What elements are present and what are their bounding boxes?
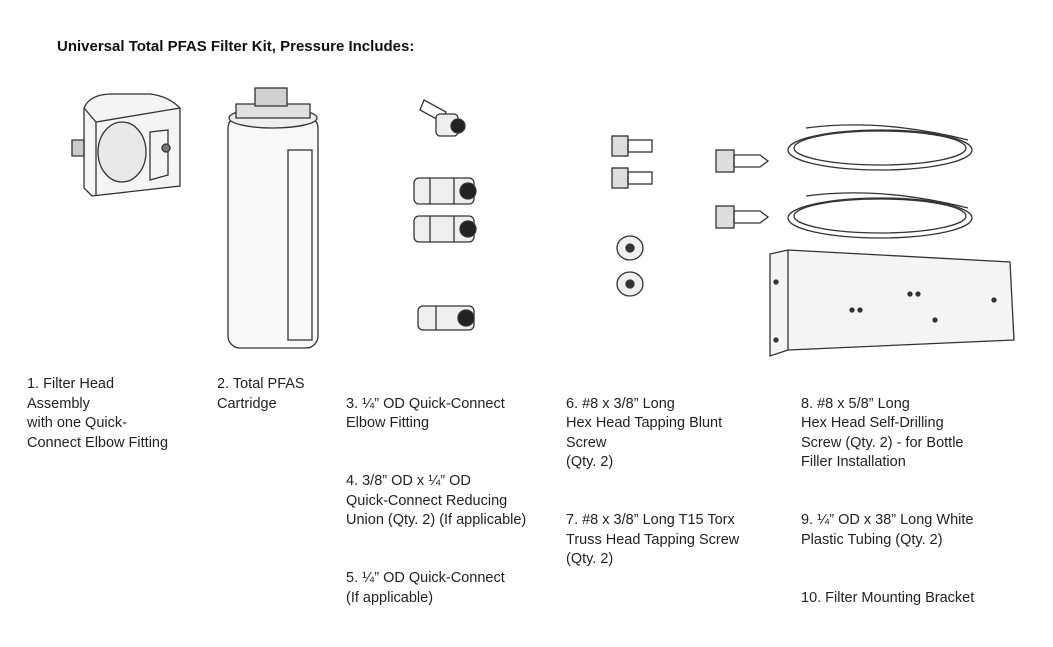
hex-screw-image-1: [611, 135, 653, 157]
caption-filter-head: 1. Filter Head Assembly with one Quick- …: [27, 376, 169, 451]
torx-screw-image-2: [616, 271, 644, 297]
caption-quick-connect: 5. ¼” OD Quick-Connect (If applicable): [346, 570, 505, 606]
pfas-cartridge-image: [227, 87, 319, 349]
caption-bracket: 10. Filter Mounting Bracket: [801, 589, 975, 606]
caption-reducing-union: 4. 3/8” OD x ¼” OD Quick-Connect Reducin…: [346, 473, 527, 528]
mounting-bracket-image: [769, 249, 1015, 357]
caption-elbow-fitting: 3. ¼” OD Quick-Connect Elbow Fitting: [346, 395, 505, 432]
caption-column-fittings: 3. ¼” OD Quick-Connect Elbow Fitting 4. …: [346, 375, 561, 647]
tubing-coil-image-2: [787, 192, 973, 239]
page-title: Universal Total PFAS Filter Kit, Pressur…: [57, 38, 415, 55]
tubing-coil-image-1: [787, 124, 973, 171]
caption-hex-screw: 6. #8 x 3/8” Long Hex Head Tapping Blunt…: [566, 395, 723, 471]
quick-connect-image: [417, 305, 475, 331]
caption-self-drilling-screw: 8. #8 x 5/8” Long Hex Head Self-Drilling…: [801, 395, 964, 471]
caption-column-mounting: 8. #8 x 5/8” Long Hex Head Self-Drilling…: [801, 375, 1041, 647]
caption-cartridge: 2. Total PFAS Cartridge: [217, 376, 305, 412]
self-drilling-screw-image-2: [715, 205, 770, 229]
torx-screw-image-1: [616, 235, 644, 261]
reducing-union-image-1: [413, 177, 477, 205]
caption-torx-screw: 7. #8 x 3/8” Long T15 Torx Truss Head Ta…: [566, 512, 740, 567]
self-drilling-screw-image-1: [715, 149, 770, 173]
parts-illustration: [71, 87, 1015, 357]
reducing-union-image-2: [413, 215, 477, 243]
caption-column-screws: 6. #8 x 3/8” Long Hex Head Tapping Blunt…: [566, 375, 781, 608]
elbow-fitting-image: [419, 99, 466, 137]
caption-tubing: 9. ¼” OD x 38” Long White Plastic Tubing…: [801, 512, 974, 548]
hex-screw-image-2: [611, 167, 653, 189]
filter-head-assembly-image: [71, 93, 181, 197]
